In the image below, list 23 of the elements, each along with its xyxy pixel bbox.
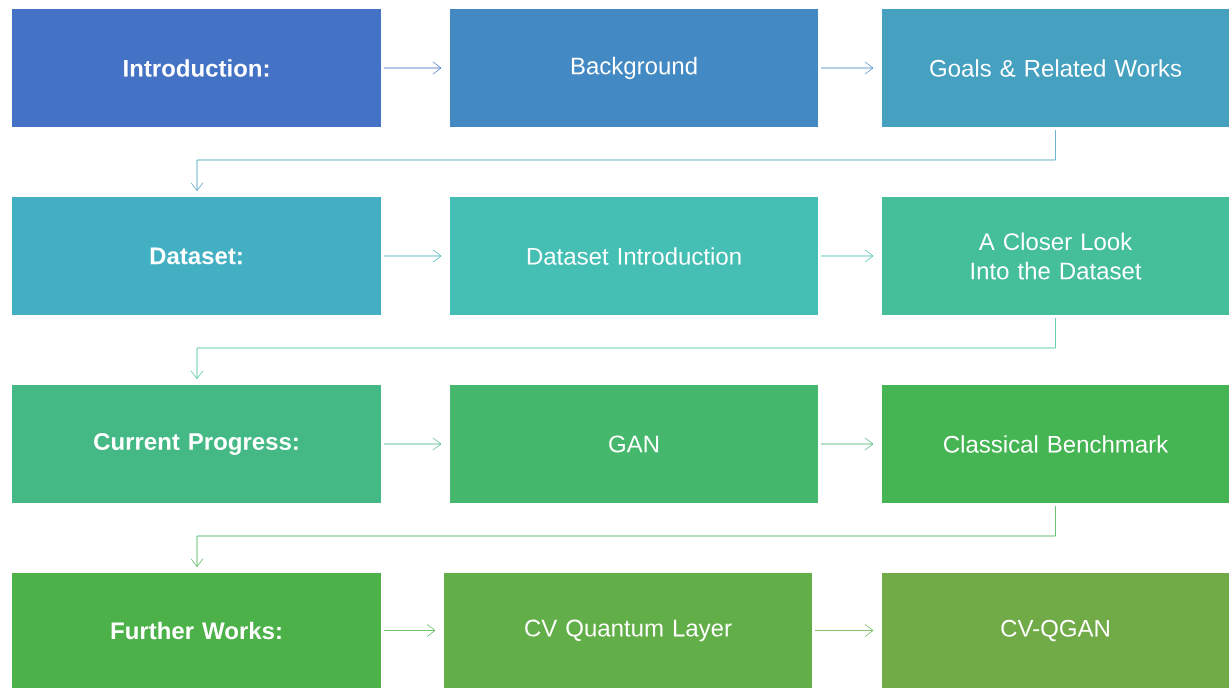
topic-box: Classical Benchmark (882, 385, 1229, 503)
topic-box: CV-QGAN (882, 573, 1229, 688)
section-box: Current Progress: (12, 385, 381, 503)
arrow (383, 249, 442, 263)
topic-box: A Closer Look Into the Dataset (882, 197, 1229, 315)
arrow (820, 437, 874, 451)
topic-box: Background (450, 9, 818, 127)
arrow (383, 61, 442, 75)
arrow (190, 505, 1056, 568)
arrow (190, 317, 1056, 380)
topic-box: GAN (450, 385, 818, 503)
arrow (820, 249, 874, 263)
arrow (814, 624, 874, 637)
topic-box: Goals & Related Works (882, 9, 1229, 127)
arrow (383, 624, 436, 637)
arrow (820, 61, 874, 75)
section-box: Dataset: (12, 197, 381, 315)
topic-box: Dataset Introduction (450, 197, 818, 315)
topic-box: CV Quantum Layer (444, 573, 812, 688)
arrow (190, 129, 1056, 192)
arrow (383, 437, 442, 451)
section-box: Introduction: (12, 9, 381, 127)
section-box: Further Works: (12, 573, 381, 688)
